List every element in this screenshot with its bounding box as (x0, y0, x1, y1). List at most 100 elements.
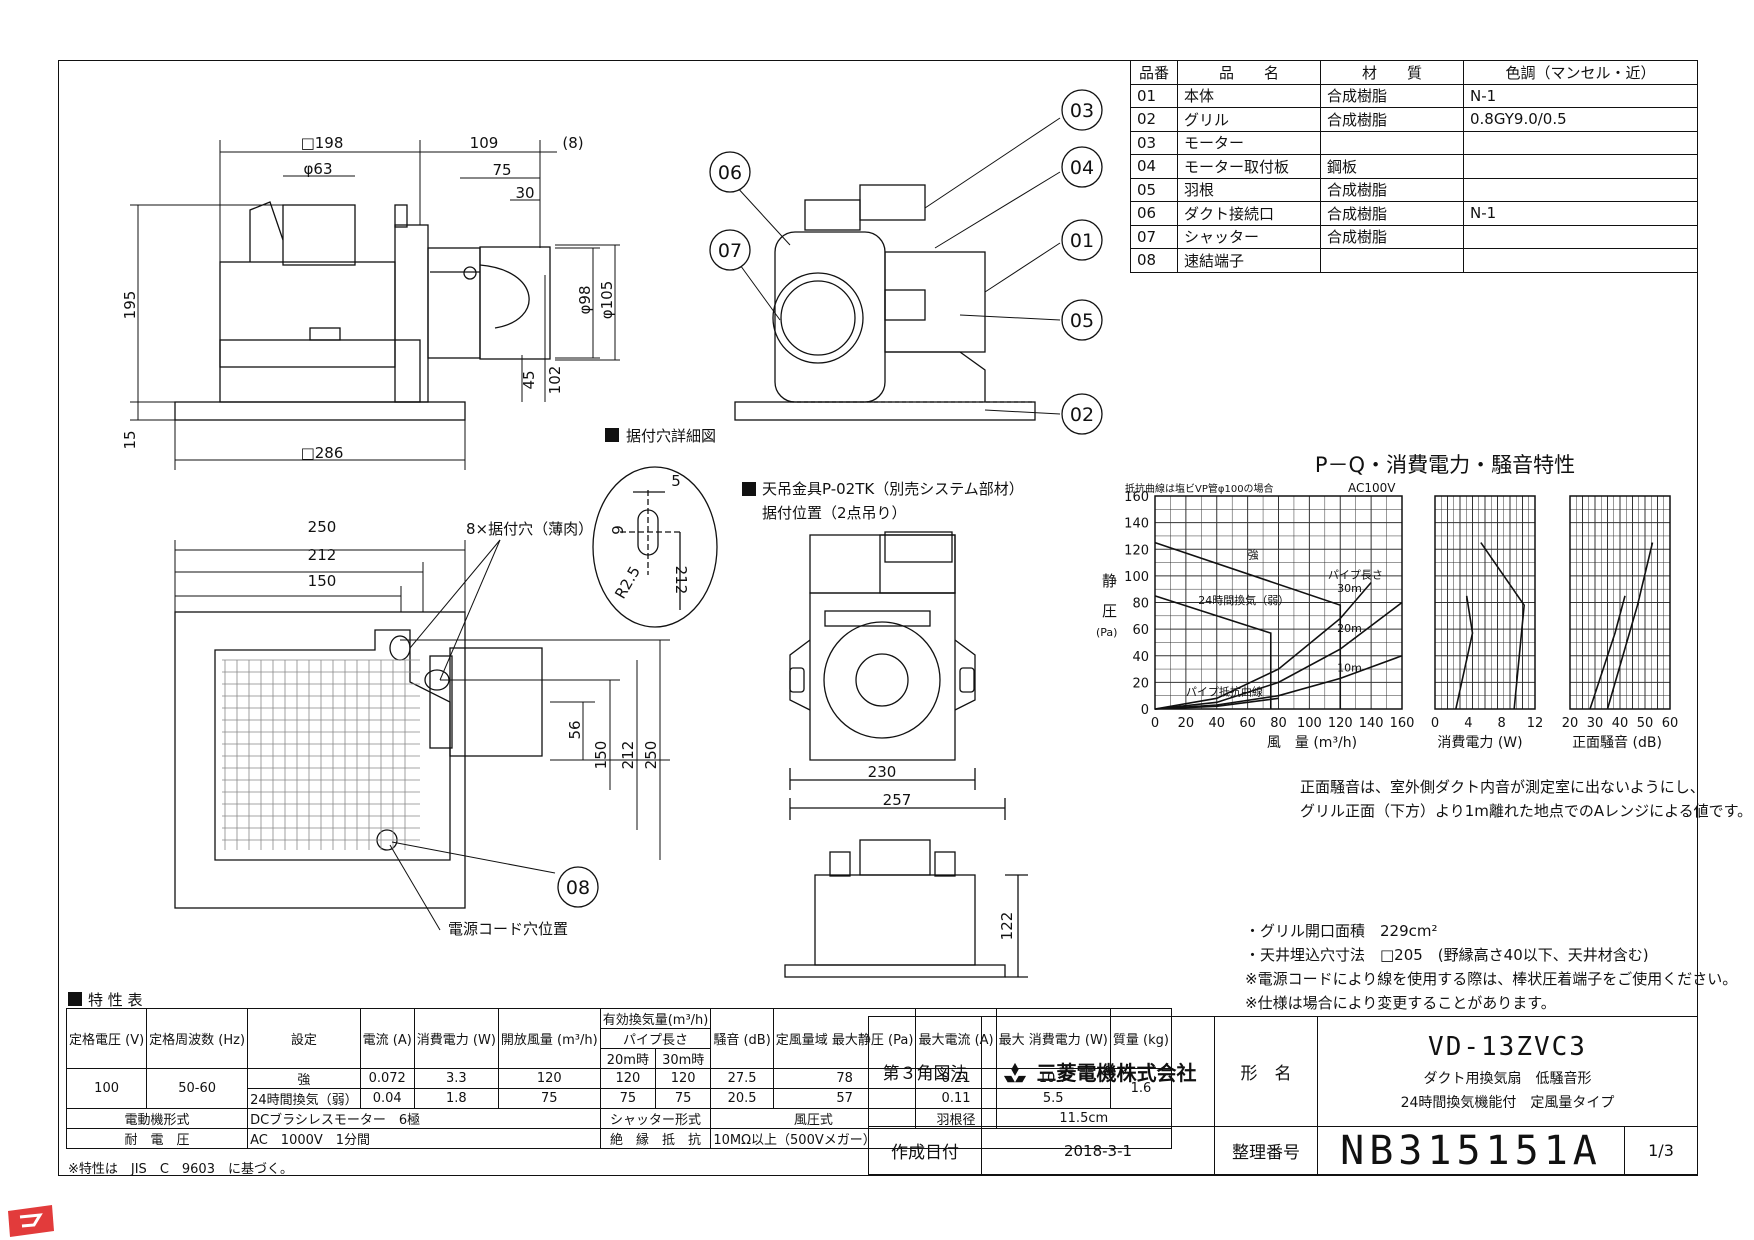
chart-frame (1569, 495, 1671, 710)
dim-250: 250 (308, 518, 337, 536)
dim-230: 230 (868, 763, 897, 781)
dim-r25: R2.5 (611, 563, 644, 602)
dim-phi105: φ105 (598, 281, 616, 320)
parts-cell (1320, 130, 1464, 155)
spec-header: 電流 (A) (359, 1008, 415, 1069)
dim-phi63: φ63 (304, 160, 333, 178)
spec-cell: 1.8 (413, 1088, 499, 1109)
model-desc-1: ダクト用換気扇 低騒音形 (1423, 1070, 1592, 1087)
series-annotation: パイプ抵抗曲線 (1186, 685, 1263, 699)
drawing-frame (58, 60, 1698, 1176)
callout-bubbles: 03 04 01 05 02 06 07 08 (557, 89, 1103, 908)
svg-text:07: 07 (718, 240, 742, 262)
x-tick-label: 4 (1464, 716, 1472, 731)
mount-hole-detail (592, 466, 718, 628)
dim-212d: 212 (672, 566, 690, 595)
series-line (1154, 582, 1372, 710)
x-tick-label: 0 (1431, 716, 1439, 731)
date-label: 作成日付 (868, 1126, 982, 1175)
parts-header: 品番 (1130, 60, 1178, 85)
bullet-square (742, 482, 756, 496)
parts-cell: 05 (1130, 177, 1178, 202)
parts-header: 品 名 (1177, 60, 1321, 85)
parts-cell: 04 (1130, 154, 1178, 179)
x-tick-label: 160 (1390, 716, 1415, 731)
y-tick-label: 100 (1124, 570, 1149, 585)
spec-cell: 0.04 (359, 1088, 415, 1109)
front-view (734, 184, 1036, 421)
series-annotation: 強 (1248, 549, 1259, 562)
cord-hole-label: 電源コード穴位置 (448, 920, 568, 938)
graph-note-2: グリル正面（下方）より1m離れた地点でのAレンジによる値です。 (1300, 802, 1752, 820)
hanger-title-1: 天吊金具P-02TK（別売システム部材） (762, 480, 1024, 498)
parts-cell: 本体 (1177, 83, 1321, 108)
sheet-number: 1/3 (1624, 1126, 1698, 1175)
x-tick-label: 40 (1208, 716, 1225, 731)
series-annotation: 10m (1337, 662, 1362, 675)
spec-header: 有効換気量(m³/h) (599, 1008, 712, 1029)
x-tick-label: 40 (1612, 716, 1629, 731)
parts-cell: 07 (1130, 224, 1178, 249)
dim-6: 6 (608, 525, 626, 535)
x-tick-label: 20 (1178, 716, 1195, 731)
spec-cell: 風圧式 (710, 1108, 917, 1129)
xlabel-noise: 正面騒音 (dB) (1572, 734, 1662, 751)
spec-cell: 75 (497, 1088, 601, 1109)
series-line (1455, 595, 1474, 710)
spec-cell: 120 (599, 1068, 657, 1089)
document-number: NB315151A (1317, 1126, 1625, 1175)
callout-06: 06 (709, 151, 751, 193)
dim-30: 30 (515, 184, 534, 202)
callout-04: 04 (1061, 146, 1103, 188)
dim-75: 75 (492, 161, 511, 179)
spec-cell: AC 1000V 1分間 (247, 1128, 601, 1149)
parts-cell (1463, 130, 1698, 155)
x-tick-label: 8 (1498, 716, 1506, 731)
xlabel-power: 消費電力 (W) (1437, 735, 1522, 751)
model-desc-2: 24時間換気機能付 定風量タイプ (1400, 1094, 1615, 1111)
series-line (1154, 601, 1403, 710)
chart-title: P－Q・消費電力・騒音特性 (1315, 453, 1575, 477)
dim-212: 212 (308, 546, 337, 564)
callout-03: 03 (1061, 89, 1103, 131)
grille-grid (222, 659, 420, 850)
dim-195: 195 (121, 291, 139, 320)
spec-cell: 75 (655, 1088, 712, 1109)
parts-cell: シャッター (1177, 224, 1321, 249)
spec-cell: 120 (497, 1068, 601, 1089)
series-line (1589, 595, 1626, 710)
series-line (1154, 654, 1403, 710)
x-tick-label: 0 (1151, 716, 1159, 731)
series-line (1154, 595, 1272, 709)
dim-286: □286 (301, 444, 344, 462)
hanger-view (784, 531, 1028, 978)
parts-cell (1463, 224, 1698, 249)
x-tick-label: 12 (1527, 716, 1544, 731)
svg-text:08: 08 (566, 877, 590, 899)
note-1: ・グリル開口面積 229cm² (1245, 922, 1438, 940)
dim-8: (8) (562, 134, 583, 152)
model-label: 形 名 (1214, 1016, 1318, 1127)
power-chart: 0 4 8 12 (1431, 495, 1544, 731)
y-tick-label: 120 (1124, 543, 1149, 558)
side-view (174, 201, 551, 421)
number-label: 整理番号 (1214, 1126, 1318, 1175)
dim-257: 257 (883, 791, 912, 809)
series-line (1154, 541, 1342, 709)
spec-cell: 27.5 (710, 1068, 774, 1089)
parts-cell: グリル (1177, 107, 1321, 132)
x-tick-label: 60 (1662, 716, 1679, 731)
dim-198: □198 (301, 134, 344, 152)
model-number: VD-13ZVC3 (1428, 1031, 1587, 1062)
dim-15: 15 (121, 430, 139, 449)
bullet-square (605, 428, 619, 442)
detail-title: 据付穴詳細図 (626, 427, 716, 445)
parts-cell: 02 (1130, 107, 1178, 132)
x-tick-label: 120 (1328, 716, 1353, 731)
